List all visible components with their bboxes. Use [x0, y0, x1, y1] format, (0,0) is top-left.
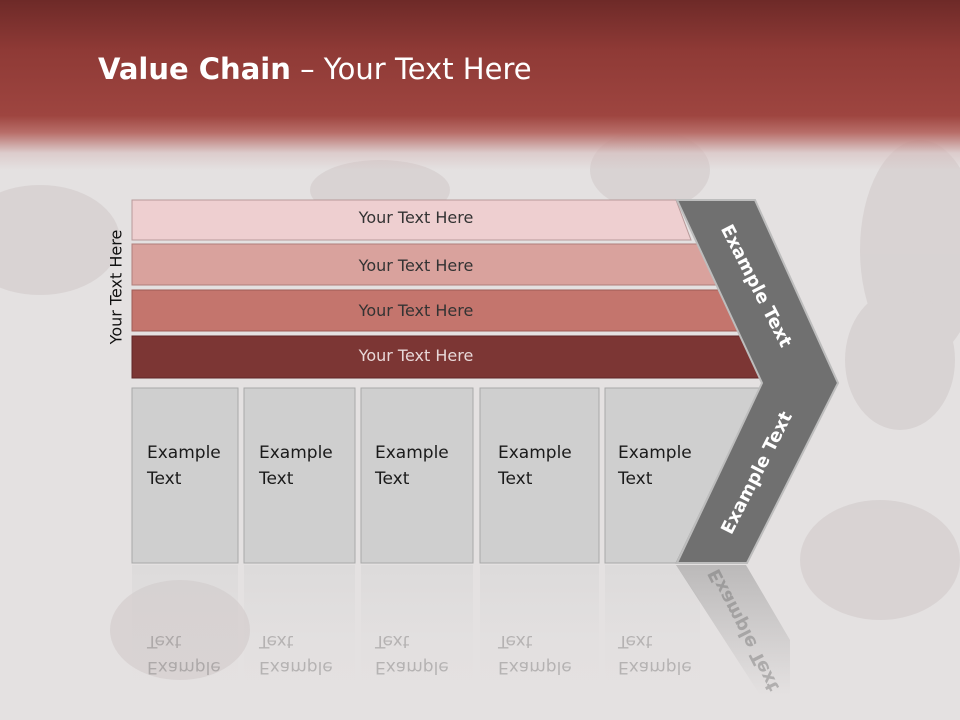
column-3-reflection-line1: Example	[375, 657, 449, 677]
column-3-reflection: Example Text	[375, 628, 449, 680]
columns-reflection	[132, 565, 790, 695]
column-5-line2: Text	[618, 469, 653, 489]
column-3-shape	[360, 387, 474, 564]
title-bold: Value Chain	[98, 52, 291, 86]
bars-group	[131, 199, 764, 379]
column-3-line1: Example	[375, 443, 449, 463]
chevron-shape	[675, 199, 840, 564]
header-band	[0, 0, 960, 170]
column-1-reflection: Example Text	[147, 628, 221, 680]
column-4-line1: Example	[498, 443, 572, 463]
column-2-reflection: Example Text	[259, 628, 333, 680]
column-5-line1: Example	[618, 443, 692, 463]
bar-3-label: Your Text Here	[358, 301, 474, 320]
bar-4-label: Your Text Here	[358, 346, 474, 365]
column-1-reflection-line1: Example	[147, 657, 221, 677]
column-4-reflection: Example Text	[498, 628, 572, 680]
column-4-reflection-line1: Example	[498, 657, 572, 677]
column-1-shape	[131, 387, 239, 564]
column-3-line2: Text	[375, 469, 410, 489]
columns-group	[131, 387, 761, 564]
bar-2-label: Your Text Here	[358, 256, 474, 275]
column-2-reflection-line1: Example	[259, 657, 333, 677]
column-2-reflection-line2: Text	[259, 631, 294, 651]
column-4-shape	[479, 387, 600, 564]
column-2-shape	[243, 387, 356, 564]
bar-1-label: Your Text Here	[358, 208, 474, 227]
column-2-line2: Text	[259, 469, 294, 489]
column-5-reflection-line2: Text	[618, 631, 653, 651]
column-1-line2: Text	[147, 469, 182, 489]
column-1-line1: Example	[147, 443, 221, 463]
column-5-reflection: Example Text	[618, 628, 692, 680]
column-1-reflection-line2: Text	[147, 631, 182, 651]
page-title: Value Chain – Your Text Here	[98, 52, 532, 86]
column-4-reflection-line2: Text	[498, 631, 533, 651]
column-5-reflection-line1: Example	[618, 657, 692, 677]
bar-1-shape	[131, 199, 692, 241]
side-label-text: Your Text Here	[106, 229, 126, 345]
column-4-line2: Text	[498, 469, 533, 489]
column-2-line1: Example	[259, 443, 333, 463]
column-3-reflection-line2: Text	[375, 631, 410, 651]
title-rest: – Your Text Here	[290, 52, 532, 86]
